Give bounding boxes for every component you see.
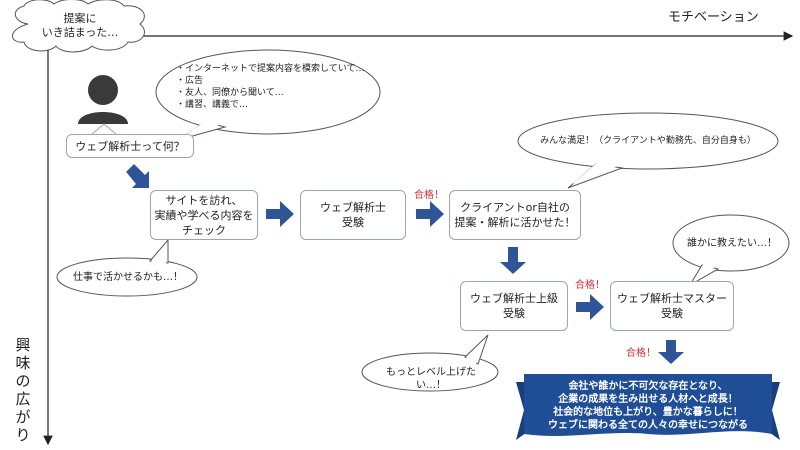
- bubble-work-shape: [56, 238, 198, 297]
- cloud-text: 提案に いき詰まった…: [41, 12, 119, 39]
- y-axis-label-char: 味: [15, 354, 31, 372]
- y-axis-label: 興 味 の 広 が り: [14, 336, 32, 444]
- pass-label-master: 合格！: [626, 348, 656, 359]
- bubble-level-up-text: もっとレベル上げたい…！: [386, 367, 476, 391]
- arrow-exam-to-apply: [416, 201, 444, 227]
- result-banner: [516, 374, 780, 440]
- box-exam: ウェブ解析士 受験: [300, 190, 406, 240]
- flow-arrows: [126, 164, 684, 364]
- box-what-is-web-analyst: ウェブ解析士って何？: [66, 134, 194, 158]
- box-visit-site: サイトを訪れ、 実績や学べる内容を チェック: [150, 190, 258, 240]
- y-axis-label-char: 興: [15, 336, 31, 354]
- pass-label-exam: 合格！: [414, 190, 444, 201]
- y-axis-label-char: り: [15, 426, 31, 444]
- y-axis-label-char: 広: [15, 390, 31, 408]
- arrow-advanced-to-master: [576, 294, 604, 320]
- box-advanced-exam: ウェブ解析士上級 受験: [460, 281, 568, 331]
- y-axis-label-char: が: [15, 408, 31, 426]
- question-callout-tip: [91, 123, 117, 135]
- arrow-master-to-banner: [658, 340, 684, 364]
- banner-text: 会社や誰かに不可欠な存在となり、 企業の成果を生み出せる人材へと成長！ 社会的な…: [548, 381, 748, 431]
- bubble-satisfied-text: みんな満足！（クライアントや勤務先、自分自身も）: [540, 136, 756, 146]
- x-axis-label: モチベーション: [668, 10, 759, 25]
- thought-cloud: [12, 0, 145, 53]
- box-master-exam: ウェブ解析士マスター 受験: [610, 281, 734, 331]
- bubble-work-text: 仕事で活かせるかも…！: [73, 272, 183, 283]
- person-icon: [78, 75, 128, 124]
- bubble-teach-shape: [672, 214, 790, 287]
- bubble-teach-text: 誰かに教えたい…！: [687, 238, 777, 249]
- box-applied: クライアントor自社の 提案・解析に活かせた！: [449, 190, 581, 240]
- pass-label-advanced: 合格！: [575, 280, 605, 291]
- bubble-level-up-shape: [361, 334, 499, 392]
- bubble-internet-text: ・インターネットで提案内容を模索していて… ・広告 ・友人、同僚から聞いて… ・…: [176, 64, 365, 110]
- arrow-apply-to-advanced: [500, 247, 526, 274]
- arrow-question-to-site: [126, 164, 149, 188]
- y-axis-label-char: の: [15, 372, 31, 390]
- arrow-site-to-exam: [266, 201, 294, 227]
- bubble-satisfied-shape: [517, 112, 779, 189]
